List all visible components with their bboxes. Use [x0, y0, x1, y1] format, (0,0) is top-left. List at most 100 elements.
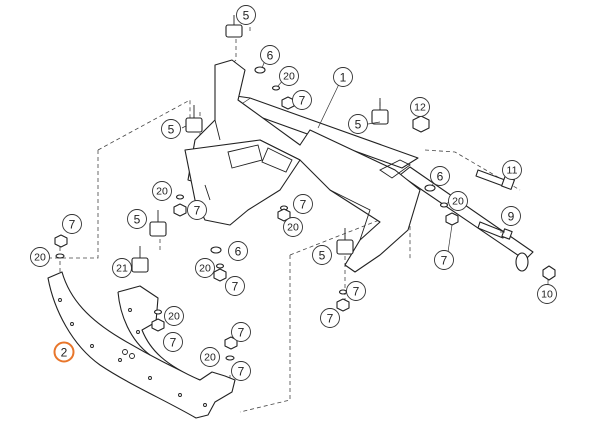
callout-7: 7 [346, 281, 366, 301]
callout-11: 11 [502, 160, 522, 180]
callout-circle [152, 181, 172, 201]
callout-label: 7 [299, 94, 306, 108]
callout-label: 7 [238, 326, 245, 340]
callout-circle [161, 119, 181, 139]
mount-bottom-left [131, 246, 149, 273]
callout-7: 7 [231, 322, 251, 342]
mount-mid-right [371, 98, 389, 125]
callout-label: 5 [243, 9, 250, 23]
callout-circle [501, 206, 521, 226]
callout-label: 11 [507, 165, 518, 177]
callout-circle [283, 217, 303, 237]
callout-20: 20 [200, 347, 220, 367]
callout-7: 7 [187, 200, 207, 220]
bolts-and-nuts [412, 115, 556, 281]
callout-label: 1 [340, 71, 347, 85]
callout-circle [434, 250, 454, 270]
callout-10: 10 [537, 284, 557, 304]
callout-20: 20 [279, 66, 299, 86]
callout-label: 5 [134, 213, 141, 227]
callout-label: 7 [69, 218, 76, 232]
callout-label: 20 [204, 352, 216, 364]
callout-2: 2 [53, 341, 75, 363]
callout-circle [502, 160, 522, 180]
nut-10 [542, 265, 556, 281]
callout-circle [228, 241, 248, 261]
callout-5: 5 [161, 119, 181, 139]
callout-circle [164, 306, 184, 326]
mount-top [225, 15, 243, 38]
callout-5: 5 [127, 209, 147, 229]
callout-circle [62, 214, 82, 234]
callout-7: 7 [293, 194, 313, 214]
callout-1: 1 [333, 67, 353, 87]
callout-circle [448, 191, 468, 211]
callout-7: 7 [225, 276, 245, 296]
callout-label: 10 [541, 289, 553, 301]
callout-label: 20 [156, 186, 168, 198]
callout-21: 21 [112, 258, 132, 278]
callout-7: 7 [320, 308, 340, 328]
callout-20: 20 [283, 217, 303, 237]
nut-12 [412, 115, 430, 133]
callout-circle [293, 194, 313, 214]
callout-label: 6 [267, 49, 274, 63]
callout-label: 20 [283, 71, 295, 83]
callout-label: 21 [116, 263, 128, 275]
callout-9: 9 [501, 206, 521, 226]
rubber-mounts [131, 15, 389, 273]
callout-circle [187, 200, 207, 220]
callout-6: 6 [260, 45, 280, 65]
callout-label: 7 [300, 198, 307, 212]
callout-6: 6 [228, 241, 248, 261]
callout-label: 20 [199, 263, 211, 275]
callout-20: 20 [30, 247, 50, 267]
callout-7: 7 [231, 361, 251, 381]
callout-label: 5 [168, 123, 175, 137]
callout-label: 7 [441, 254, 448, 268]
hoop-bracket-part-2 [47, 271, 236, 419]
callout-circle [430, 166, 450, 186]
callout-label: 5 [355, 118, 362, 132]
callout-label: 2 [61, 346, 68, 360]
callout-circle [225, 276, 245, 296]
callout-circle [231, 361, 251, 381]
callout-circle [312, 245, 332, 265]
callout-label: 20 [452, 196, 464, 208]
callout-7: 7 [163, 332, 183, 352]
callout-circle [260, 45, 280, 65]
callout-5: 5 [236, 5, 256, 25]
callout-label: 9 [508, 210, 515, 224]
callout-label: 20 [168, 311, 180, 323]
callout-label: 6 [437, 170, 444, 184]
callout-circle [537, 284, 557, 304]
callout-5: 5 [312, 245, 332, 265]
callout-circle [127, 209, 147, 229]
callout-label: 7 [194, 204, 201, 218]
callout-7: 7 [434, 250, 454, 270]
callout-7: 7 [292, 90, 312, 110]
callout-circle [320, 308, 340, 328]
callout-6: 6 [430, 166, 450, 186]
callout-circle [410, 97, 430, 117]
callout-label: 6 [235, 245, 242, 259]
callout-12: 12 [410, 97, 430, 117]
callout-circle [333, 67, 353, 87]
callout-20: 20 [448, 191, 468, 211]
callout-label: 20 [34, 252, 46, 264]
callout-circle [231, 322, 251, 342]
washers [54, 66, 459, 361]
callout-label: 20 [287, 222, 299, 234]
mount-left-top [185, 105, 203, 133]
callout-20: 20 [195, 258, 215, 278]
callout-circle [200, 347, 220, 367]
callout-5: 5 [348, 114, 368, 134]
callout-circle [346, 281, 366, 301]
callout-circle [279, 66, 299, 86]
callout-circle [53, 341, 75, 363]
mount-lower [336, 228, 354, 255]
callout-circle [112, 258, 132, 278]
mount-left [149, 210, 167, 237]
callout-circle [236, 5, 256, 25]
